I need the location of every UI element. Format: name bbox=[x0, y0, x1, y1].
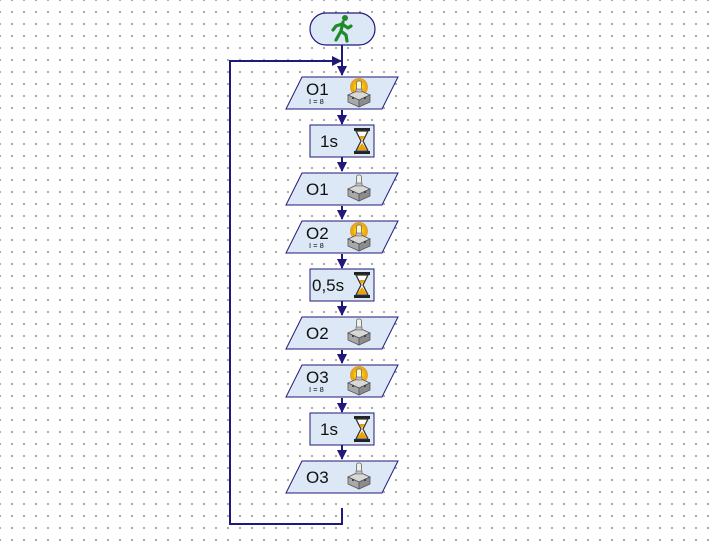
lamp-on-icon bbox=[347, 78, 371, 108]
start-block[interactable] bbox=[309, 12, 376, 46]
delay-block[interactable]: 0,5s bbox=[309, 268, 375, 302]
intensity-label: I = 8 bbox=[309, 97, 324, 106]
hourglass-icon bbox=[354, 272, 370, 298]
output-label: O3 bbox=[306, 368, 329, 387]
delay-block[interactable]: 1s bbox=[309, 412, 375, 446]
delay-label: 1s bbox=[320, 420, 338, 439]
running-man-icon bbox=[331, 15, 353, 43]
loop-back-line bbox=[229, 56, 343, 525]
lamp-off-icon bbox=[347, 318, 371, 346]
output-block[interactable]: O1 bbox=[285, 172, 399, 206]
output-block[interactable]: O3 bbox=[285, 460, 399, 494]
output-block[interactable]: O2I = 8 bbox=[285, 220, 399, 254]
output-label: O2 bbox=[306, 224, 329, 243]
output-label: O3 bbox=[306, 468, 329, 487]
output-label: O2 bbox=[306, 324, 329, 343]
delay-block[interactable]: 1s bbox=[309, 124, 375, 158]
output-label: O1 bbox=[306, 80, 329, 99]
lamp-off-icon bbox=[347, 174, 371, 202]
lamp-on-icon bbox=[347, 366, 371, 396]
output-label: O1 bbox=[306, 180, 329, 199]
delay-label: 0,5s bbox=[312, 276, 344, 295]
output-block[interactable]: O2 bbox=[285, 316, 399, 350]
hourglass-icon bbox=[354, 128, 370, 154]
output-block[interactable]: O3I = 8 bbox=[285, 364, 399, 398]
output-block[interactable]: O1I = 8 bbox=[285, 76, 399, 110]
lamp-off-icon bbox=[347, 462, 371, 490]
hourglass-icon bbox=[354, 416, 370, 442]
delay-label: 1s bbox=[320, 132, 338, 151]
intensity-label: I = 8 bbox=[309, 241, 324, 250]
lamp-on-icon bbox=[347, 222, 371, 252]
intensity-label: I = 8 bbox=[309, 385, 324, 394]
